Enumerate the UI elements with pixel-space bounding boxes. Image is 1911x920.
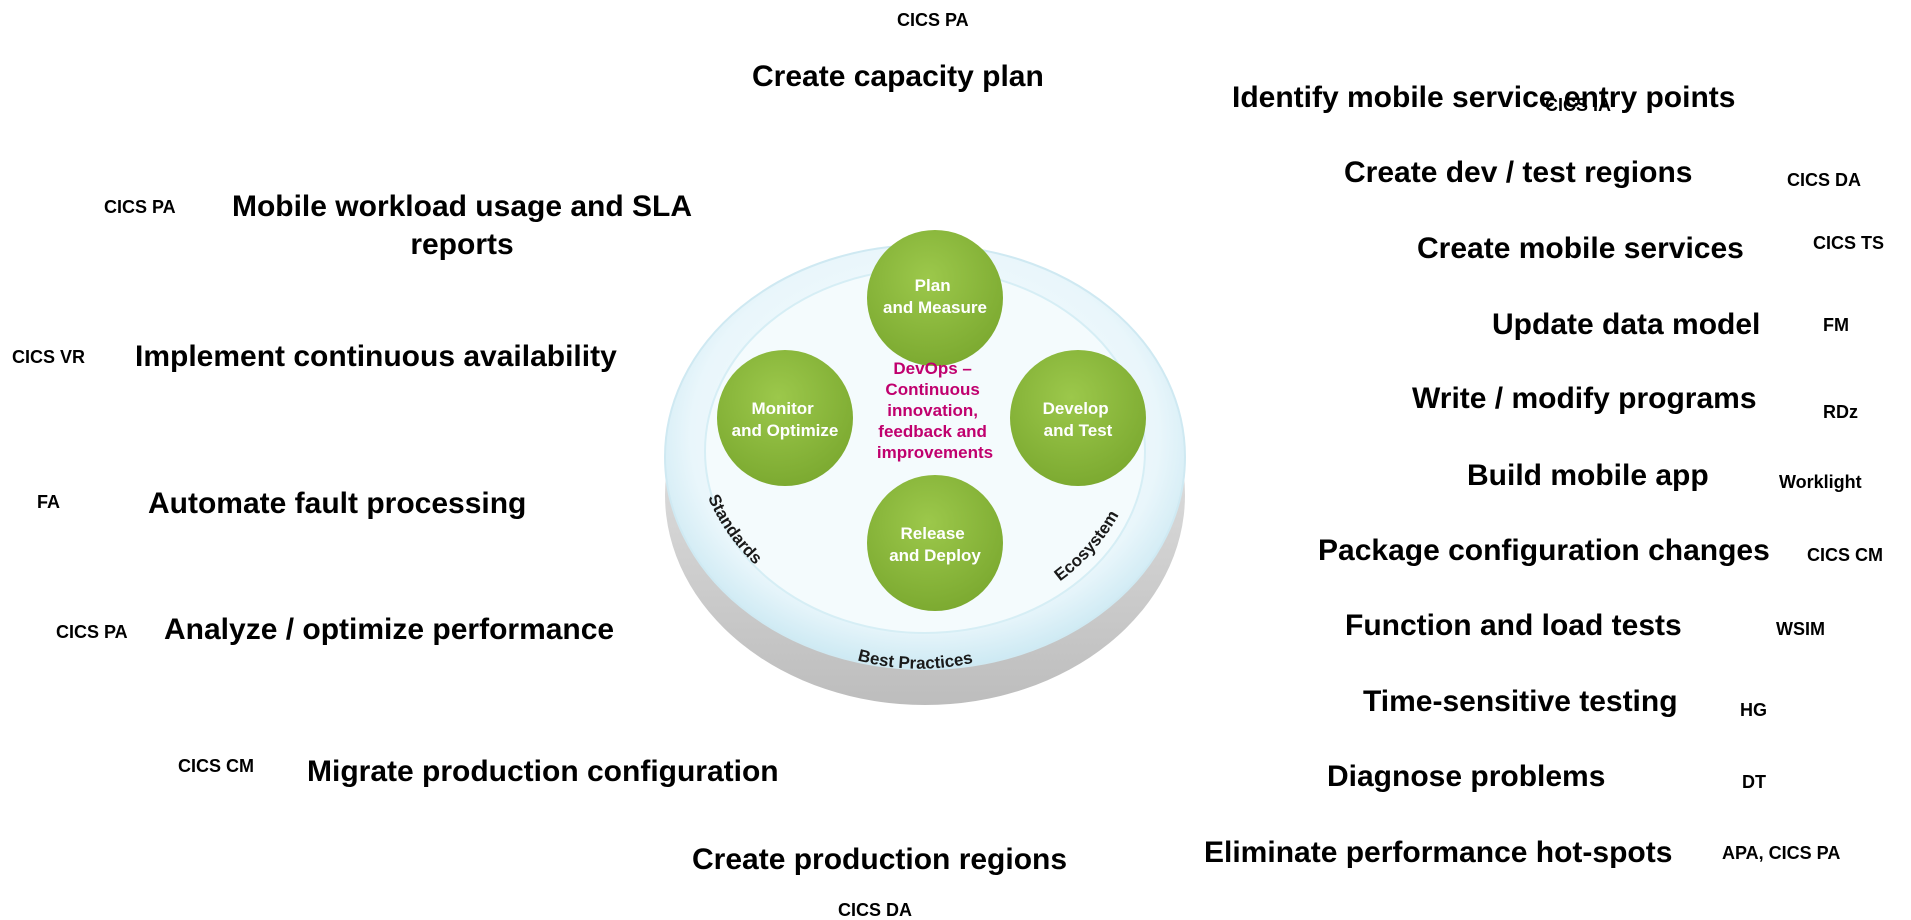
top-task-label: Create capacity plan [752, 60, 1044, 93]
right-task-2: Create dev / test regions [1344, 156, 1693, 189]
plan-measure-circle [867, 230, 1003, 366]
right-task-3: Create mobile services [1417, 232, 1744, 265]
devops-line1: DevOps – [893, 359, 971, 378]
develop-test-line1: Develop [1043, 399, 1109, 418]
develop-test-circle [1010, 350, 1146, 486]
svg-text:Plan and Measure: Plan and Measure [883, 276, 987, 317]
right-tool-11: APA, CICS PA [1722, 843, 1841, 863]
devops-line3: innovation, [887, 401, 978, 420]
right-tool-6: Worklight [1779, 472, 1862, 492]
right-tool-7: CICS CM [1807, 545, 1883, 565]
svg-text:Monitor and Optimize: Monitor and Optimize [732, 399, 839, 440]
monitor-optimize-line1: Monitor [751, 399, 814, 418]
release-deploy-circle [867, 475, 1003, 611]
top-tool-label: CICS PA [897, 10, 969, 30]
left-tool-1: CICS PA [104, 197, 176, 217]
left-task-1-line1: Mobile workload usage and SLA [231, 190, 693, 223]
bottom-tool-label: CICS DA [838, 900, 913, 920]
left-tool-3: FA [37, 492, 61, 512]
right-tool-2: CICS DA [1787, 170, 1862, 190]
develop-test-line2: and Test [1044, 421, 1113, 440]
right-task-11: Eliminate performance hot-spots [1204, 836, 1673, 869]
right-tool-9: HG [1740, 700, 1767, 720]
left-task-4: Analyze / optimize performance [164, 613, 615, 646]
right-task-7: Package configuration changes [1318, 534, 1770, 567]
left-task-5: Migrate production configuration [307, 755, 779, 788]
release-deploy-line2: and Deploy [889, 546, 981, 565]
right-tool-1: CICS IA [1545, 95, 1612, 115]
right-task-6: Build mobile app [1467, 459, 1709, 492]
release-deploy-line1: Release [900, 524, 964, 543]
right-task-10: Diagnose problems [1327, 760, 1606, 793]
devops-line5: improvements [877, 443, 993, 462]
right-tool-8: WSIM [1776, 619, 1825, 639]
left-tool-5: CICS CM [178, 756, 254, 776]
monitor-optimize-line2: and Optimize [732, 421, 839, 440]
left-task-1-line2: reports [410, 228, 514, 261]
devops-line2: Continuous [885, 380, 979, 399]
right-task-1: Identify mobile service entry points [1232, 81, 1736, 114]
left-tool-2: CICS VR [12, 347, 86, 367]
left-tool-4: CICS PA [56, 622, 128, 642]
right-task-8: Function and load tests [1345, 609, 1682, 642]
right-tool-4: FM [1823, 315, 1849, 335]
right-tool-5: RDz [1823, 402, 1858, 422]
devops-center-text: DevOps – Continuous innovation, feedback… [877, 359, 993, 462]
svg-text:Develop and Test: Develop and Test [1043, 399, 1114, 440]
plan-measure-line1: Plan [915, 276, 951, 295]
left-task-2: Implement continuous availability [135, 340, 617, 373]
devops-line4: feedback and [878, 422, 987, 441]
right-task-4: Update data model [1492, 308, 1761, 341]
monitor-optimize-circle [717, 350, 853, 486]
bottom-task-label: Create production regions [692, 843, 1068, 876]
right-tool-10: DT [1742, 772, 1766, 792]
svg-text:Release and Deploy: Release and Deploy [889, 524, 981, 565]
devops-wheel: Standards Best Practices Ecosystem Plan … [664, 230, 1186, 705]
right-tool-3: CICS TS [1813, 233, 1885, 253]
left-task-1: Mobile workload usage and SLA reports [212, 190, 712, 262]
right-task-9: Time-sensitive testing [1363, 685, 1678, 718]
right-task-5: Write / modify programs [1412, 382, 1757, 415]
plan-measure-line2: and Measure [883, 298, 987, 317]
left-task-3: Automate fault processing [148, 487, 527, 520]
